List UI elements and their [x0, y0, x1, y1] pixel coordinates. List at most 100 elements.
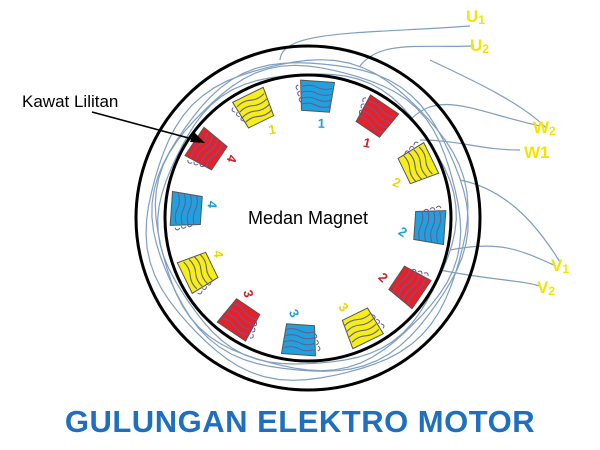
coil-lead-hook	[193, 161, 199, 166]
callout-arrow-line	[91, 111, 197, 141]
red-coil	[184, 126, 228, 171]
terminal-label-u1: U1	[466, 7, 485, 27]
coil-lead-hook	[423, 272, 429, 277]
yellow-coil	[341, 307, 385, 350]
coil-lead-hook	[423, 208, 430, 212]
coil-number-label: 3	[240, 288, 256, 299]
diagram-title: GULUNGAN ELEKTRO MOTOR	[64, 404, 536, 439]
coil-body	[341, 307, 385, 350]
coil-body	[355, 94, 400, 138]
blue-coil	[413, 205, 447, 246]
coil-lead-hook	[314, 333, 318, 340]
coil-body	[300, 79, 336, 113]
coil-winding-turn	[301, 90, 332, 96]
coil-winding-turn	[302, 84, 333, 90]
coil-winding-turn	[222, 317, 248, 336]
coil-winding-turn	[200, 138, 219, 165]
coil-winding-turn	[397, 271, 416, 298]
coil-winding-turn	[413, 149, 428, 178]
coil-winding-turn	[244, 109, 273, 124]
coil-number-label: 2	[396, 224, 410, 241]
coil-lead-hook	[201, 286, 208, 290]
coil-winding-turn	[190, 132, 209, 158]
coil-number-label: 4	[211, 250, 227, 259]
terminal-letter: U	[470, 36, 482, 55]
coil-lead-hook	[295, 84, 299, 91]
coil-winding-turn	[365, 105, 391, 124]
coil-winding-turn	[343, 312, 372, 327]
coil-winding-turn	[430, 211, 436, 242]
coil-body	[397, 141, 440, 185]
terminal-lead-wire	[419, 139, 521, 151]
coil-number-label: 1	[362, 135, 372, 151]
terminal-lead-wire	[359, 45, 475, 67]
terminal-letter: W	[533, 118, 550, 137]
coil-winding-turn	[228, 307, 255, 326]
coil-lead-hook	[253, 321, 258, 327]
terminal-lead-wire	[279, 25, 471, 61]
coil-lead-hook	[413, 141, 419, 146]
terminal-lead-wire	[439, 269, 541, 287]
coil-winding-turn	[361, 110, 388, 129]
yellow-coil	[176, 251, 219, 295]
coil-lead-hook	[187, 159, 193, 164]
blue-coil	[169, 190, 203, 231]
coil-number-label: 1	[318, 116, 326, 131]
winding-wire-loop	[145, 59, 469, 381]
terminal-label-w2: W2	[533, 118, 556, 138]
coil-lead-hook	[249, 333, 254, 339]
coil-body	[169, 190, 203, 226]
coil-lead-hook	[435, 205, 442, 209]
terminal-lead-wire	[429, 59, 547, 129]
terminal-label-w1: W1	[524, 143, 550, 162]
coil-lead-hook	[317, 345, 321, 352]
coil-body	[176, 251, 219, 295]
coil-lead-hook	[380, 323, 385, 329]
coil-winding-turn	[188, 258, 203, 287]
terminal-lead-wire	[409, 103, 541, 127]
coil-lead-hook	[199, 163, 205, 168]
terminal-lead-wire	[459, 179, 561, 263]
coil-body	[280, 323, 316, 357]
coil-winding-turn	[301, 96, 332, 102]
coil-lead-hook	[315, 339, 319, 346]
coil-lead-hook	[186, 224, 193, 228]
coil-winding-turn	[205, 142, 224, 168]
magnetic-field-label: Medan Magnet	[248, 208, 368, 228]
coil-winding-turn	[346, 318, 375, 332]
coil-winding-turn	[239, 98, 268, 113]
terminal-label-u2: U2	[470, 36, 489, 56]
terminal-subscript: 1	[478, 13, 485, 27]
coil-number-label: 1	[267, 122, 277, 138]
red-coil	[355, 94, 400, 138]
yellow-coil	[397, 141, 440, 185]
coil-winding-turn	[186, 194, 192, 225]
coil-winding-turn	[283, 346, 314, 352]
coil-winding-turn	[284, 340, 315, 346]
coil-winding-turn	[408, 151, 422, 180]
terminal-letter: V	[551, 256, 563, 275]
coil-winding-turn	[418, 146, 433, 175]
coil-lead-hook	[376, 318, 380, 325]
terminal-subscript: 2	[548, 284, 555, 298]
stator-outer-ring	[134, 44, 482, 392]
coil-lead-hook	[251, 327, 256, 333]
coil-number-label: 2	[375, 270, 391, 286]
coil-winding-turn	[232, 302, 258, 321]
coil-winding-turn	[358, 115, 384, 134]
terminal-subscript: 1	[562, 262, 569, 276]
coil-body	[388, 265, 432, 310]
blue-coil	[280, 323, 321, 357]
terminal-label-v2: V2	[537, 278, 555, 298]
coil-lead-hook	[231, 107, 236, 113]
coil-winding-turn	[402, 275, 421, 301]
coil-winding-turn	[199, 253, 214, 282]
coil-winding-turn	[192, 195, 198, 226]
coil-lead-hook	[371, 314, 376, 320]
coil-winding-turn	[351, 328, 380, 343]
coil-lead-hook	[180, 225, 187, 229]
yellow-coil	[231, 86, 275, 129]
coil-winding-turn	[174, 193, 180, 224]
